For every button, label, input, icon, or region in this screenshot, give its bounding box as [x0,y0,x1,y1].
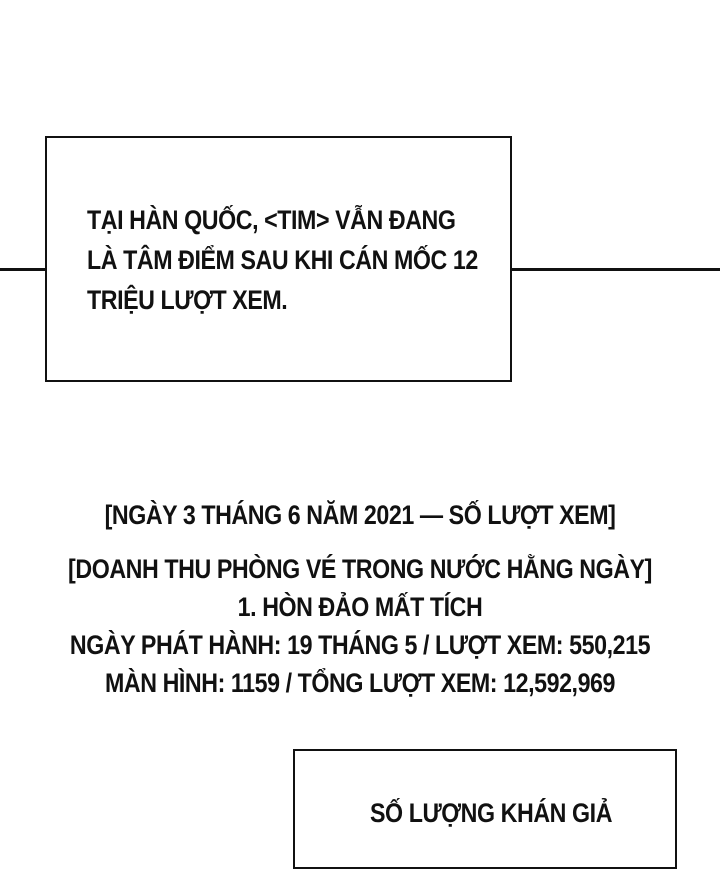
caption-text: TẠI HÀN QUỐC, <TIM> VẪN ĐANG LÀ TÂM ĐIỂM… [87,200,478,320]
divider-line-right [512,268,720,271]
caption-box: TẠI HÀN QUỐC, <TIM> VẪN ĐANG LÀ TÂM ĐIỂM… [45,136,512,382]
box-office-info: [NGÀY 3 THÁNG 6 NĂM 2021 — SỐ LƯỢT XEM] … [0,496,720,702]
screens-info: MÀN HÌNH: 1159 / TỔNG LƯỢT XEM: 12,592,9… [104,668,616,698]
caption-line-1: TẠI HÀN QUỐC, <TIM> VẪN ĐANG [87,205,456,235]
bottom-caption-text: SỐ LƯỢNG KHÁN GIẢ [370,798,613,828]
date-heading: [NGÀY 3 THÁNG 6 NĂM 2021 — SỐ LƯỢT XEM] [104,500,616,530]
film-title: 1. HÒN ĐẢO MẤT TÍCH [237,592,483,622]
revenue-heading: [DOANH THU PHÒNG VÉ TRONG NƯỚC HẰNG NGÀY… [68,554,652,584]
divider-line-left [0,268,46,271]
caption-line-3: TRIỆU LƯỢT XEM. [87,285,288,315]
caption-line-2: LÀ TÂM ĐIỂM SAU KHI CÁN MỐC 12 [87,245,478,275]
release-info: NGÀY PHÁT HÀNH: 19 THÁNG 5 / LƯỢT XEM: 5… [69,630,651,660]
bottom-caption-box: SỐ LƯỢNG KHÁN GIẢ [293,749,677,869]
